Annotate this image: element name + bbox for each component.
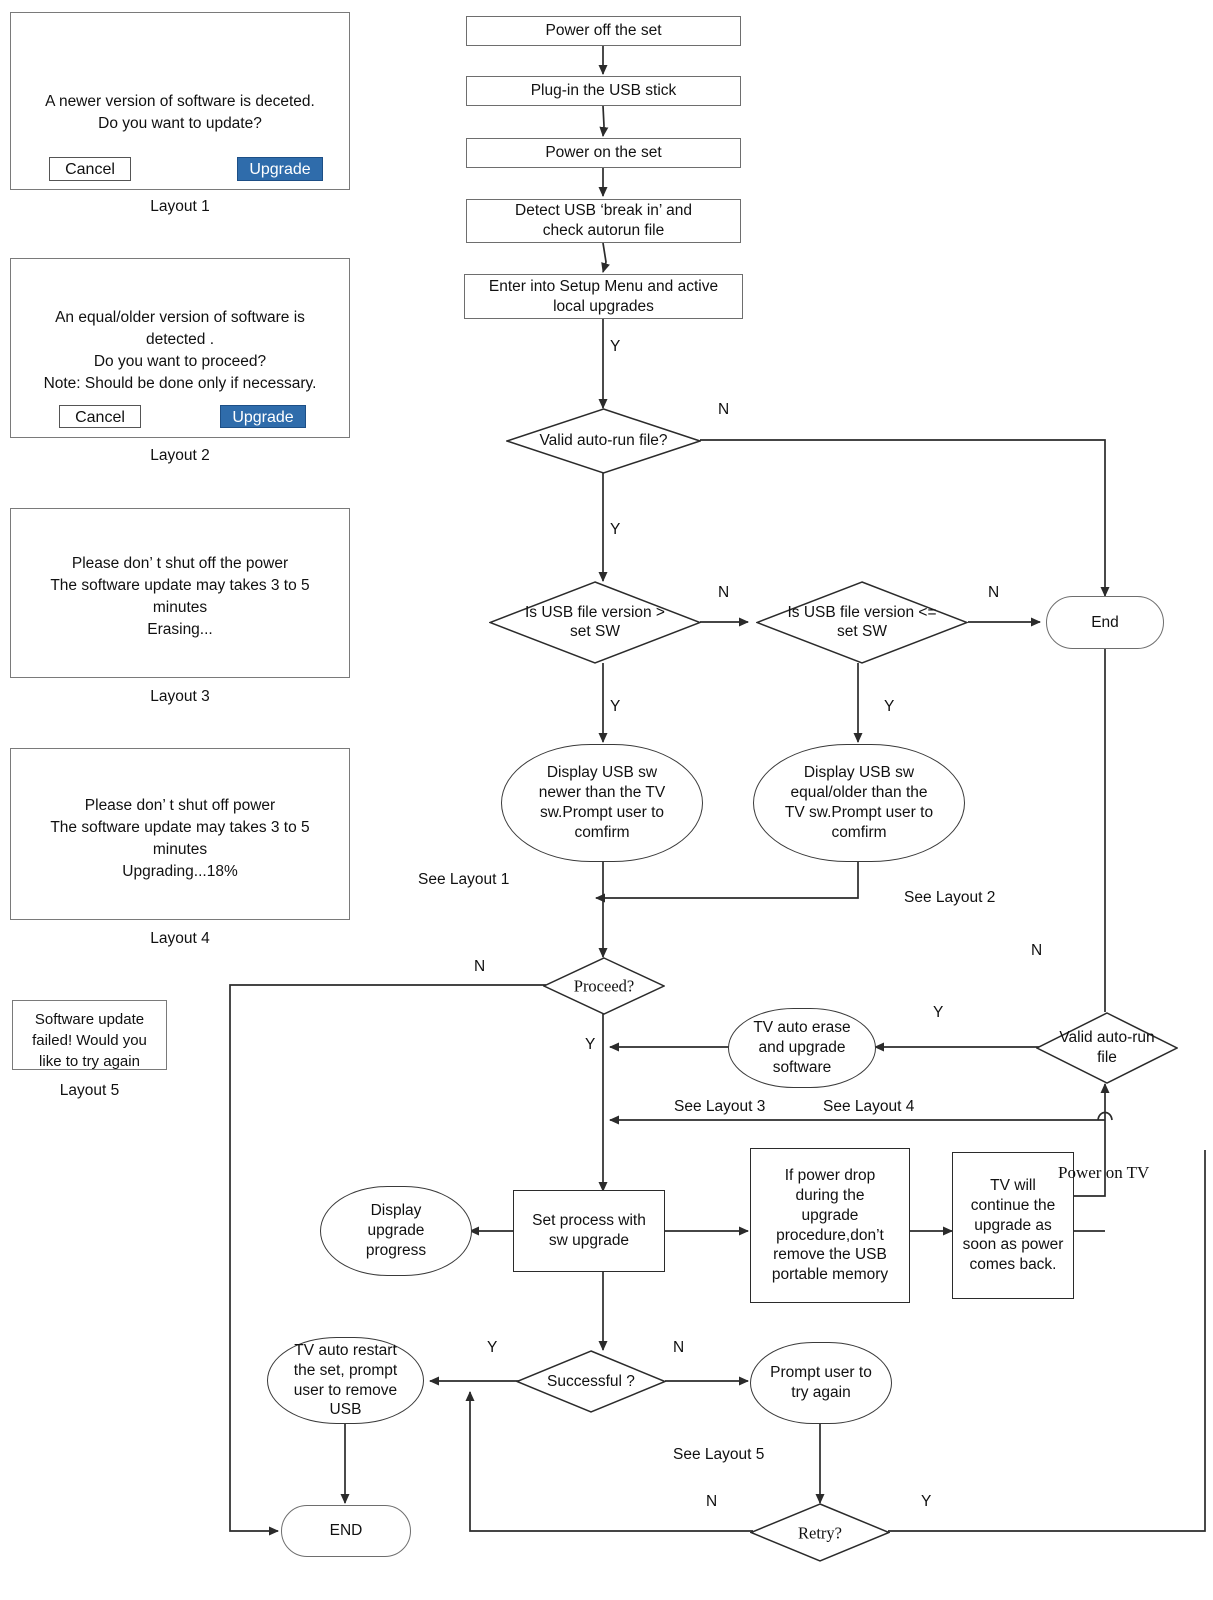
layout-2-line-3: Do you want to proceed? [93,353,267,370]
edge-label-n-proceed: N [474,958,486,975]
node-successful-decision[interactable]: Successful ? [515,1350,667,1413]
layout-5-line-2: failed! Would you [32,1032,147,1049]
layout-1-line-2: Do you want to update? [98,115,262,132]
layout-2-line-2: detected . [145,331,215,348]
layout-4-line-2: The software update may takes 3 to 5 [50,819,310,836]
node-power-on-the-set[interactable]: Power on the set [466,138,741,168]
edge-label-y-usb-newer: Y [610,698,621,715]
edge-label-n-valid-autorun-2: N [1031,942,1043,959]
note-see-layout-4: See Layout 4 [823,1098,915,1115]
note-see-layout-2: See Layout 2 [904,889,996,906]
layout-3-line-1: Please don’ t shut off the power [71,555,289,572]
edge-label-y-proceed: Y [585,1036,596,1053]
node-power-off-the-set[interactable]: Power off the set [466,16,741,46]
diamond-shape [487,581,703,664]
layout-5-line-3: like to try again [39,1053,140,1070]
layout-4-line-4: Upgrading...18% [122,863,238,880]
edge-label-y-successful: Y [487,1339,498,1356]
node-proceed-decision[interactable]: Proceed? [542,957,666,1015]
node-usb-version-greater-decision[interactable]: Is USB file version > set SW [487,581,703,664]
layout-4-caption: Layout 4 [150,930,210,947]
layout-2-cancel-button[interactable]: Cancel [59,405,141,428]
diamond-shape [515,1350,667,1413]
edge-label-y-valid-autorun-1: Y [610,521,621,538]
layout-1-panel: A newer version of software is deceted. … [10,12,350,190]
edge-label-n-retry: N [706,1493,718,1510]
edge-label-n-successful: N [673,1339,685,1356]
edge-label-y-usb-equal-older: Y [884,698,895,715]
layout-4-line-1: Please don’ t shut off power [84,797,276,814]
node-prompt-user-to-try-again[interactable]: Prompt user to try again [750,1342,892,1424]
layout-3-line-3: minutes [152,599,208,616]
diamond-shape [1035,1012,1179,1084]
node-tv-auto-erase-and-upgrade[interactable]: TV auto erase and upgrade software [728,1008,876,1088]
node-enter-setup-menu[interactable]: Enter into Setup Menu and active local u… [464,274,743,319]
layout-2-upgrade-button[interactable]: Upgrade [220,405,306,428]
layout-5-caption: Layout 5 [59,1082,120,1099]
note-see-layout-3: See Layout 3 [674,1098,766,1115]
node-display-upgrade-progress[interactable]: Display upgrade progress [320,1186,472,1276]
layout-3-panel: Please don’ t shut off the power The sof… [10,508,350,678]
note-power-on-tv: Power on TV [1058,1163,1150,1182]
node-detect-usb-break-in[interactable]: Detect USB ‘break in’ and check autorun … [466,199,741,243]
layout-1-caption: Layout 1 [150,198,210,215]
layout-4-panel: Please don’ t shut off power The softwar… [10,748,350,920]
diamond-shape [749,1503,891,1562]
layout-2-line-1: An equal/older version of software is [55,309,305,326]
layout-3-line-2: The software update may takes 3 to 5 [50,577,310,594]
edge-label-y-valid-autorun-2: Y [933,1004,944,1021]
edge-label-y-retry: Y [921,1493,932,1510]
edge-label-n-usb-newer: N [718,584,730,601]
layout-2-caption: Layout 2 [150,447,210,464]
diamond-shape [504,408,703,474]
note-see-layout-1: See Layout 1 [418,871,510,888]
edge-label-n-usb-equal-older: N [988,584,1000,601]
node-plug-in-usb-stick[interactable]: Plug-in the USB stick [466,76,741,106]
layout-1-cancel-button[interactable]: Cancel [49,157,131,181]
layout-2-panel: An equal/older version of software is de… [10,258,350,438]
edge-label-y-after-setup: Y [610,338,621,355]
layout-2-line-4: Note: Should be done only if necessary. [43,375,317,392]
node-set-process-with-sw-upgrade[interactable]: Set process with sw upgrade [513,1190,665,1272]
edge-label-n-valid-autorun-1: N [718,401,730,418]
node-tv-auto-restart-remove-usb[interactable]: TV auto restart the set, prompt user to … [267,1337,424,1424]
node-display-usb-sw-equal-older[interactable]: Display USB sw equal/older than the TV s… [753,744,965,862]
layout-5-panel: Software update failed! Would you like t… [12,1000,167,1070]
node-end-top[interactable]: End [1046,596,1164,649]
layout-1-line-1: A newer version of software is deceted. [45,93,315,110]
layout-3-caption: Layout 3 [150,688,210,705]
diamond-shape [542,957,666,1015]
layout-1-upgrade-button[interactable]: Upgrade [237,157,323,181]
node-end-bottom[interactable]: END [281,1505,411,1557]
node-valid-auto-run-file-decision-2[interactable]: Valid auto-run file [1035,1012,1179,1084]
node-usb-version-lessequal-decision[interactable]: Is USB file version <= set SW [754,581,970,664]
node-display-usb-sw-newer[interactable]: Display USB sw newer than the TV sw.Prom… [501,744,703,862]
node-valid-auto-run-file-decision-1[interactable]: Valid auto-run file? [504,408,703,474]
node-power-drop-warning[interactable]: If power drop during the upgrade procedu… [750,1148,910,1303]
note-see-layout-5: See Layout 5 [673,1446,765,1463]
layout-3-line-4: Erasing... [147,621,213,638]
node-retry-decision[interactable]: Retry? [749,1503,891,1563]
diamond-shape [754,581,970,664]
node-tv-continue-upgrade-note[interactable]: TV will continue the upgrade as soon as … [952,1152,1074,1299]
layout-5-line-1: Software update [34,1011,145,1028]
layout-4-line-3: minutes [152,841,208,858]
